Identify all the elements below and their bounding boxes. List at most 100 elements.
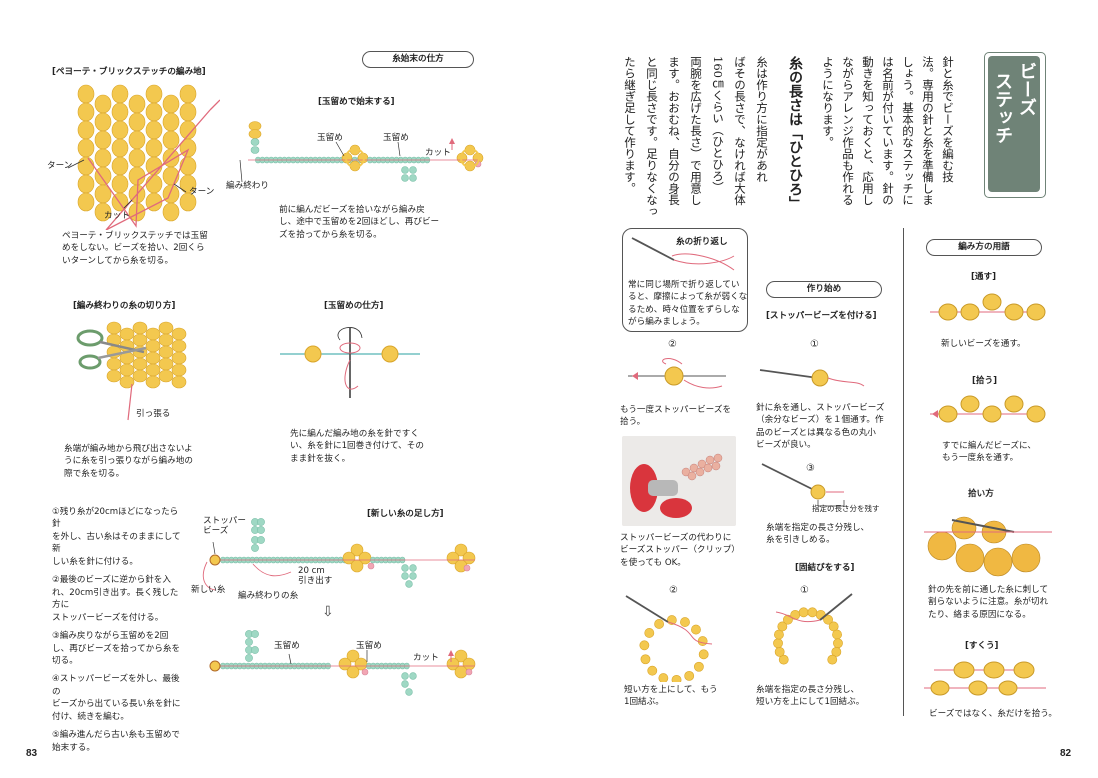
step-line: しい糸を針に付ける。: [52, 556, 138, 567]
caption-line: い、糸を針に1回巻き付けて、その: [290, 441, 424, 452]
tamadome-how-title: [玉留めの仕方]: [324, 301, 384, 311]
section-heading: 糸の長さは「ひとひろ」: [787, 56, 803, 210]
bead: [446, 551, 460, 565]
intro-col: 動きを知っておくと、応用し: [861, 56, 875, 206]
bead: [245, 654, 253, 662]
title-box: ビーズ ステッチ: [988, 56, 1040, 192]
step-line: ④ストッパービーズを外し、最後の: [52, 674, 180, 697]
page-number-left: 83: [26, 748, 38, 759]
label-tamadome-c: 玉留め: [274, 641, 300, 651]
bead: [1011, 543, 1041, 573]
caption-line: ビーズストッパー（クリップ）: [620, 545, 740, 556]
bead: [250, 138, 260, 146]
bead: [77, 120, 95, 140]
bead: [128, 94, 146, 114]
bead: [465, 668, 473, 676]
stopper-step3-illustration: [761, 463, 845, 507]
bead: [778, 654, 789, 665]
bead: [162, 112, 180, 132]
bead: [798, 607, 809, 618]
bead: [671, 674, 682, 682]
terms-pill: 編み方の用語: [926, 239, 1042, 256]
term-hirou-caption: すでに編んだビーズに、 もう一度糸を通す。: [942, 440, 1036, 465]
bead: [158, 345, 174, 359]
bead: [401, 572, 409, 580]
bead: [158, 321, 174, 335]
bead: [454, 649, 468, 663]
caption-line: ズを拾ってから糸を切る。: [279, 229, 382, 240]
intro-col: は名前が付いています。針の: [881, 56, 895, 206]
bead: [350, 559, 364, 573]
bead: [145, 363, 161, 377]
start-pill: 作り始め: [766, 281, 882, 298]
bead: [462, 551, 476, 565]
bead: [401, 680, 409, 688]
bead: [145, 120, 163, 140]
label-tamadome-a: 玉留め: [317, 133, 343, 143]
step-line: し、再びビーズを拾ってから糸を切る。: [52, 643, 181, 666]
caption-line: 針の先を前に通した糸に刺して: [928, 585, 1049, 595]
bead: [158, 357, 174, 371]
ring-step2-illustration: [625, 595, 713, 682]
brick-caption-line: めをしない。ビーズを拾い、2回くら: [62, 243, 205, 254]
bead: [367, 562, 375, 570]
bead: [171, 327, 187, 341]
caption-line: 針に糸を通し、ストッパービーズ: [756, 403, 885, 413]
caption-line: 糸端を指定の長さ分残し、: [756, 685, 860, 695]
caption-line: し、途中で玉留めを2回ほどし、再びビー: [279, 217, 440, 228]
body-col: と同じ長さです。足りなくなっ: [645, 56, 659, 217]
body-col: 両腕を広げた長さ）で用意し: [689, 56, 703, 206]
photo-caption: ストッパービーズの代わりに ビーズストッパー（クリップ） を使っても OK。: [620, 532, 740, 569]
bead: [983, 547, 1013, 577]
caption-line: 糸端を指定の長さ分残し、: [766, 523, 870, 533]
brick-stitch-title: [ペヨーテ・ブリックステッチの編み地]: [52, 67, 206, 77]
bead: [132, 321, 148, 335]
bead: [680, 617, 690, 627]
bead: [409, 166, 417, 174]
bead: [774, 646, 785, 657]
bead: [145, 138, 163, 158]
step-line: ⑤編み進んだら古い糸も玉留めで: [52, 730, 181, 741]
caption-line: 品のビーズとは異なる色の丸小: [756, 427, 876, 438]
term-sukuu: [すくう]: [965, 641, 999, 651]
stopper1-caption: 針に糸を通し、ストッパービーズ （余分なビーズ）を１個通す。作 品のビーズとは異…: [756, 402, 884, 452]
bead: [454, 665, 468, 679]
step-line: ストッパービーズを付ける。: [52, 612, 164, 623]
caption-line: （余分なビーズ）を１個通す。作: [756, 415, 884, 426]
fold-illustration: [631, 237, 735, 271]
body-text: 糸は作り方に指定があれ ばその長さで、なければ大体 160㎝くらい（ひとひろ） …: [620, 56, 771, 226]
bead: [145, 192, 163, 212]
bead: [128, 166, 146, 186]
bead: [401, 174, 409, 182]
bead: [145, 174, 163, 194]
caption-line: ビーズが良い。: [756, 440, 816, 451]
bead: [132, 333, 148, 347]
bead: [111, 120, 129, 140]
caption-line: うに糸を引っ張りながら編み地の: [64, 456, 193, 467]
step-num-1: ①: [810, 339, 819, 350]
bead: [111, 138, 129, 158]
label-line: ビーズ: [203, 526, 229, 537]
bead: [783, 614, 793, 625]
bead: [654, 619, 665, 629]
bead: [106, 357, 122, 371]
bead: [128, 112, 146, 132]
step-line: ②最後のビーズに逆から針を入: [52, 575, 171, 586]
bead: [171, 351, 187, 365]
bead: [94, 148, 112, 168]
bead: [346, 665, 360, 679]
bead: [409, 564, 417, 572]
caption-line: がら編みましょう。: [628, 317, 705, 328]
bead: [179, 192, 197, 212]
body-col: 160㎝くらい（ひとひろ）: [711, 56, 725, 193]
bead-stopper-clip-icon: [622, 436, 736, 526]
ring2-caption: 短い方を上にして、もう 1回結ぶ。: [624, 684, 718, 709]
bead: [250, 146, 260, 154]
bead: [94, 130, 112, 150]
bead: [257, 518, 265, 526]
tamadome-how-illustration: [280, 327, 420, 398]
intro-col: ようになります。: [821, 56, 835, 148]
label-new-thread: 新しい糸: [191, 585, 226, 595]
bead: [342, 551, 356, 565]
page-number-right: 82: [1060, 748, 1072, 759]
